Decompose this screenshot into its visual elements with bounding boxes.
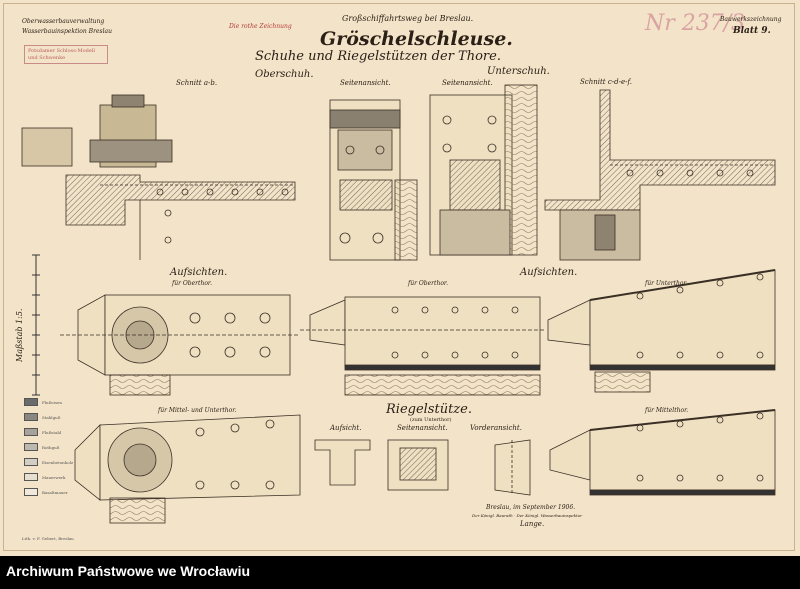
archive-name: Archiwum Państwowe we Wrocławiu	[6, 563, 251, 579]
drawing-aufsicht-mittelthor	[549, 409, 776, 496]
drawing-subtitle: Schuhe und Riegelstützen der Thore.	[255, 49, 501, 64]
label-riegel-sub: (zum Unterthor)	[410, 417, 452, 423]
signature-place-date: Breslau, im September 1906.	[486, 504, 576, 511]
legend-label: Rothguß	[42, 445, 60, 450]
label-seitenansicht-2: Seitenansicht.	[442, 79, 493, 87]
drawing-title: Gröschelschleuse.	[320, 28, 513, 50]
drawing-aufsicht-oberthor-2	[300, 296, 545, 396]
legend-label: Eisenbetonholz	[42, 460, 74, 465]
label-fuer-oberthor-2: für Oberthor.	[408, 280, 449, 287]
label-schnitt-cdef: Schnitt c-d-e-f.	[580, 78, 633, 86]
label-riegelstuetze: Riegelstütze.	[386, 402, 472, 417]
label-fuer-oberthor-1: für Oberthor.	[172, 280, 213, 287]
drawing-seitenansicht-2	[429, 84, 538, 256]
stamp: Potsdamer Schloss-Modell und Schwenke	[24, 45, 108, 64]
label-seitenansicht-3: Seitenansicht.	[397, 424, 448, 432]
label-schnitt-ab: Schnitt a-b.	[176, 79, 218, 87]
label-aufsicht: Aufsicht.	[330, 424, 362, 432]
label-fuer-mittelthor: für Mittelthor.	[645, 407, 689, 414]
legend-label: Basaltmauer	[42, 490, 68, 495]
legend-label: Mauerwerk	[42, 475, 66, 480]
drawing-schnitt-cdef	[544, 89, 776, 261]
label-aufsichten-1: Aufsichten.	[170, 267, 228, 278]
stamp-line-1: Potsdamer Schloss-Modell	[28, 48, 95, 54]
label-fuer-mittel-unterthor: für Mittel- und Unterthor.	[158, 407, 237, 414]
label-seitenansicht-1: Seitenansicht.	[340, 79, 391, 87]
legend-swatch	[24, 398, 38, 406]
drawing-schnitt-ab	[21, 94, 296, 260]
legend-swatch	[24, 443, 38, 451]
label-vorderansicht: Vorderansicht.	[470, 424, 522, 432]
org-left-1: Oberwasserbauverwaltung	[22, 18, 105, 25]
legend-label: Flußstahl	[42, 430, 62, 435]
drawing-aufsicht-unterthor	[547, 269, 776, 393]
stamp-line-2: und Schwenke	[28, 54, 66, 61]
drawing-sheet: Oberwasserbauverwaltung Wasserbauinspekt…	[0, 0, 800, 556]
label-fuer-unterthor: für Unterthor.	[645, 280, 688, 287]
scale-bar	[32, 254, 40, 396]
label-oberschuh: Oberschuh.	[255, 69, 314, 80]
legend-swatch	[24, 488, 38, 496]
legend-label: Flußeisen	[42, 400, 62, 405]
footnote: Lith. v. F. Gebert, Breslau	[22, 536, 74, 541]
drawing-aufsicht-oberthor-1	[60, 294, 300, 396]
legend-label: Stahlguß	[42, 415, 61, 420]
sheet-number: Blatt 9.	[733, 26, 771, 36]
project-name: Großschiffahrtsweg bei Breslau.	[342, 14, 474, 23]
signature-name: Lange.	[520, 520, 545, 528]
label-unterschuh: Unterschuh.	[487, 66, 550, 77]
legend-swatch	[24, 473, 38, 481]
legend-swatch	[24, 413, 38, 421]
legend-swatch	[24, 428, 38, 436]
legend-swatch	[24, 458, 38, 466]
drawing-seitenansicht-1	[329, 99, 418, 261]
sheet-border	[3, 3, 795, 551]
signature-line-2: Der Königl. Baurath · Der Königl. Wasser…	[472, 513, 583, 518]
technical-drawings	[21, 84, 776, 524]
drawing-riegelstuetze	[314, 439, 531, 496]
archive-footer: Archiwum Państwowe we Wrocławiu	[0, 556, 800, 589]
sheet-label: Bauwerkszeichnung	[720, 16, 782, 23]
label-aufsichten-2: Aufsichten.	[520, 267, 578, 278]
org-left-2: Wasserbauinspektion Breslau	[22, 28, 112, 35]
drawing-aufsicht-mittel-unterthor	[74, 414, 301, 524]
archive-number: Nr 237/3	[645, 11, 746, 36]
red-note: Die rothe Zeichnung	[229, 23, 292, 30]
